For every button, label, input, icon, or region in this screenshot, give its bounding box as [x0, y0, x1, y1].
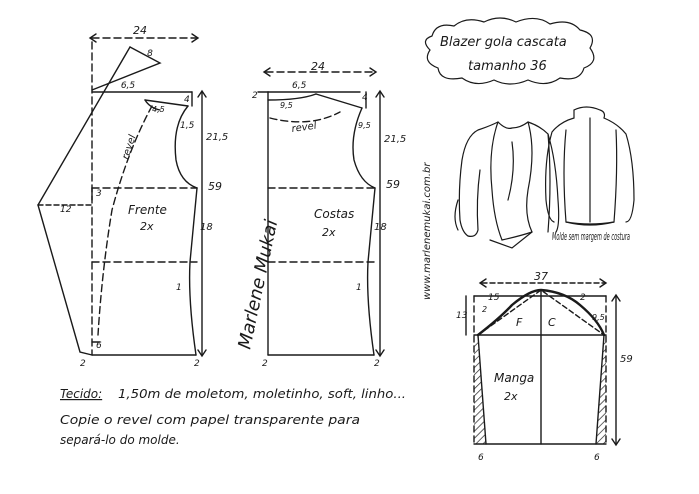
back-width-arrows: [262, 67, 378, 77]
sleeve-length-arrows: [611, 293, 621, 447]
back-neck-left-label: 9,5: [280, 101, 293, 110]
back-piece-count: 2x: [322, 226, 336, 239]
back-shoulder-seam: [315, 93, 363, 109]
front-facing-label: revel: [120, 133, 138, 160]
front-length-label: 59: [208, 180, 222, 193]
front-armhole-depth-label: 1,5: [180, 121, 195, 131]
front-waist-label: 18: [200, 222, 213, 233]
title-line2: tamanho 36: [468, 59, 547, 74]
garment-front-sketch: [454, 121, 560, 249]
front-shoulder-seam: [144, 99, 189, 107]
front-collar-top: [91, 46, 162, 91]
back-armhole-small-label: 9,5: [358, 121, 371, 130]
sleeve-cap-reference: [477, 289, 605, 336]
back-neck-label: 6,5: [292, 81, 307, 91]
front-shoulder-label: 8: [147, 49, 153, 59]
sleeve-width-arrows: [478, 278, 608, 288]
sleeve-cap-right-label: 2: [580, 293, 586, 303]
front-piece-label: Frente: [128, 203, 167, 217]
back-side-small-label: 1: [356, 283, 362, 293]
sleeve-cap-height-label: 13: [456, 311, 468, 321]
sleeve-piece-count: 2x: [504, 390, 518, 403]
back-length-arrows: [375, 89, 385, 358]
sleeve-small-mark: 2: [482, 305, 487, 314]
back-hem-small-b: 2: [374, 359, 380, 369]
notes-line3: separá-lo do molde.: [60, 433, 180, 447]
back-neck-curve: [267, 93, 317, 101]
sleeve-hatch-right: [596, 335, 606, 444]
notes-line2: Copie o revel com papel transparente par…: [60, 413, 360, 427]
sleeve-front-mark: F: [516, 316, 523, 329]
title-line1: Blazer gola cascata: [440, 35, 567, 50]
back-piece: [257, 67, 385, 358]
sleeve-hatch-left: [474, 335, 486, 444]
sleeve-cap-left-label: 15: [488, 293, 500, 303]
garment-back-sketch: [545, 106, 635, 226]
front-lapel-small-label: 3: [96, 189, 102, 199]
sleeve-cuff-right-label: 6: [594, 453, 600, 463]
sleeve-cap-drop-label: 9,5: [592, 313, 605, 322]
back-piece-label: Costas: [314, 207, 354, 221]
back-hem-small-a: 2: [262, 359, 268, 369]
front-lapel-edge: [37, 46, 131, 206]
back-facing-line: [269, 111, 341, 123]
back-side-seam: [366, 187, 376, 356]
title-cloud: [424, 17, 595, 85]
sleeve-back-mark: C: [548, 316, 556, 329]
front-armhole: [174, 105, 198, 189]
sleeve-piece: [465, 278, 621, 447]
front-piece: [37, 33, 207, 358]
front-lapel-width-label: 12: [60, 205, 72, 215]
front-armhole-label: 21,5: [206, 132, 228, 143]
sleeve-length-label: 59: [620, 354, 633, 365]
signature: Marlene Mukai: [234, 218, 282, 351]
back-neckdrop-label: 2: [252, 91, 258, 101]
front-lapel-lower: [37, 204, 93, 356]
front-neck-curve: [144, 99, 161, 111]
back-length-label: 59: [386, 178, 400, 191]
back-width-label: 24: [311, 60, 325, 73]
notes-fabric-text: 1,50m de moletom, moletinho, soft, linho…: [118, 387, 406, 401]
front-hem-small-b: 2: [194, 359, 200, 369]
back-shoulder-drop-label: 4: [362, 93, 368, 103]
front-side-small-label: 1: [176, 283, 182, 293]
back-armhole: [352, 107, 376, 189]
front-length-arrows: [197, 89, 207, 358]
sleeve-cuff-left-label: 6: [478, 453, 484, 463]
front-hem-small-a: 2: [80, 359, 86, 369]
website-label: www.marlenemukai.com.br: [422, 162, 433, 300]
sleeve-width-label: 37: [534, 270, 548, 283]
front-width-arrows: [88, 33, 200, 43]
front-neckdrop-label: 4: [184, 95, 190, 105]
back-waist-label: 18: [374, 222, 387, 233]
front-width-label: 24: [133, 24, 147, 37]
caption-line: Molde sem margem de costura: [552, 230, 630, 243]
back-facing-label: revel: [291, 121, 318, 135]
front-hem-margin-label: 6: [96, 341, 102, 351]
sleeve-piece-label: Manga: [494, 371, 534, 385]
front-neckfront-label: 4,5: [152, 105, 165, 114]
notes-fabric-label: Tecido:: [60, 387, 102, 401]
front-neck-label: 6,5: [121, 81, 136, 91]
front-side-seam: [188, 187, 198, 356]
front-piece-count: 2x: [140, 220, 154, 233]
back-armhole-label: 21,5: [384, 134, 406, 145]
front-facing-line: [97, 105, 153, 336]
